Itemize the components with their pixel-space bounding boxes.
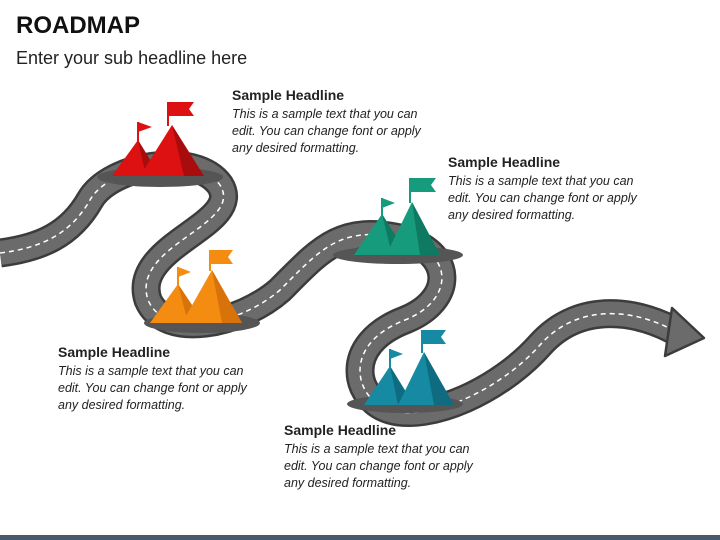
callout-headline: Sample Headline (284, 422, 397, 438)
footer-bar (0, 535, 720, 540)
callout-text: This is a sample text that you can edit.… (58, 364, 247, 412)
callout-red: Sample Headline This is a sample text th… (232, 87, 422, 157)
callout-blue: Sample Headline This is a sample text th… (284, 422, 474, 492)
flag-icon (138, 122, 152, 132)
flag-icon (410, 178, 436, 192)
flag-icon (178, 267, 191, 277)
milestone-red (97, 102, 223, 187)
road-arrowhead (663, 306, 706, 358)
milestone-blue (347, 330, 463, 413)
flag-icon (382, 198, 395, 208)
callout-text: This is a sample text that you can edit.… (284, 442, 473, 490)
slide-subtitle: Enter your sub headline here (16, 48, 248, 68)
callout-headline: Sample Headline (58, 344, 171, 360)
callout-orange: Sample Headline This is a sample text th… (58, 344, 248, 414)
flag-icon (390, 349, 403, 359)
flag-icon (168, 102, 194, 116)
milestone-orange (144, 250, 260, 333)
milestone-green (333, 178, 463, 264)
flag-icon (422, 330, 446, 344)
slide-title: ROADMAP (16, 12, 140, 39)
callout-green: Sample Headline This is a sample text th… (448, 154, 638, 224)
callout-text: This is a sample text that you can edit.… (448, 174, 637, 222)
flag-icon (210, 250, 233, 264)
callout-headline: Sample Headline (232, 87, 345, 103)
callout-text: This is a sample text that you can edit.… (232, 107, 421, 155)
callout-headline: Sample Headline (448, 154, 561, 170)
